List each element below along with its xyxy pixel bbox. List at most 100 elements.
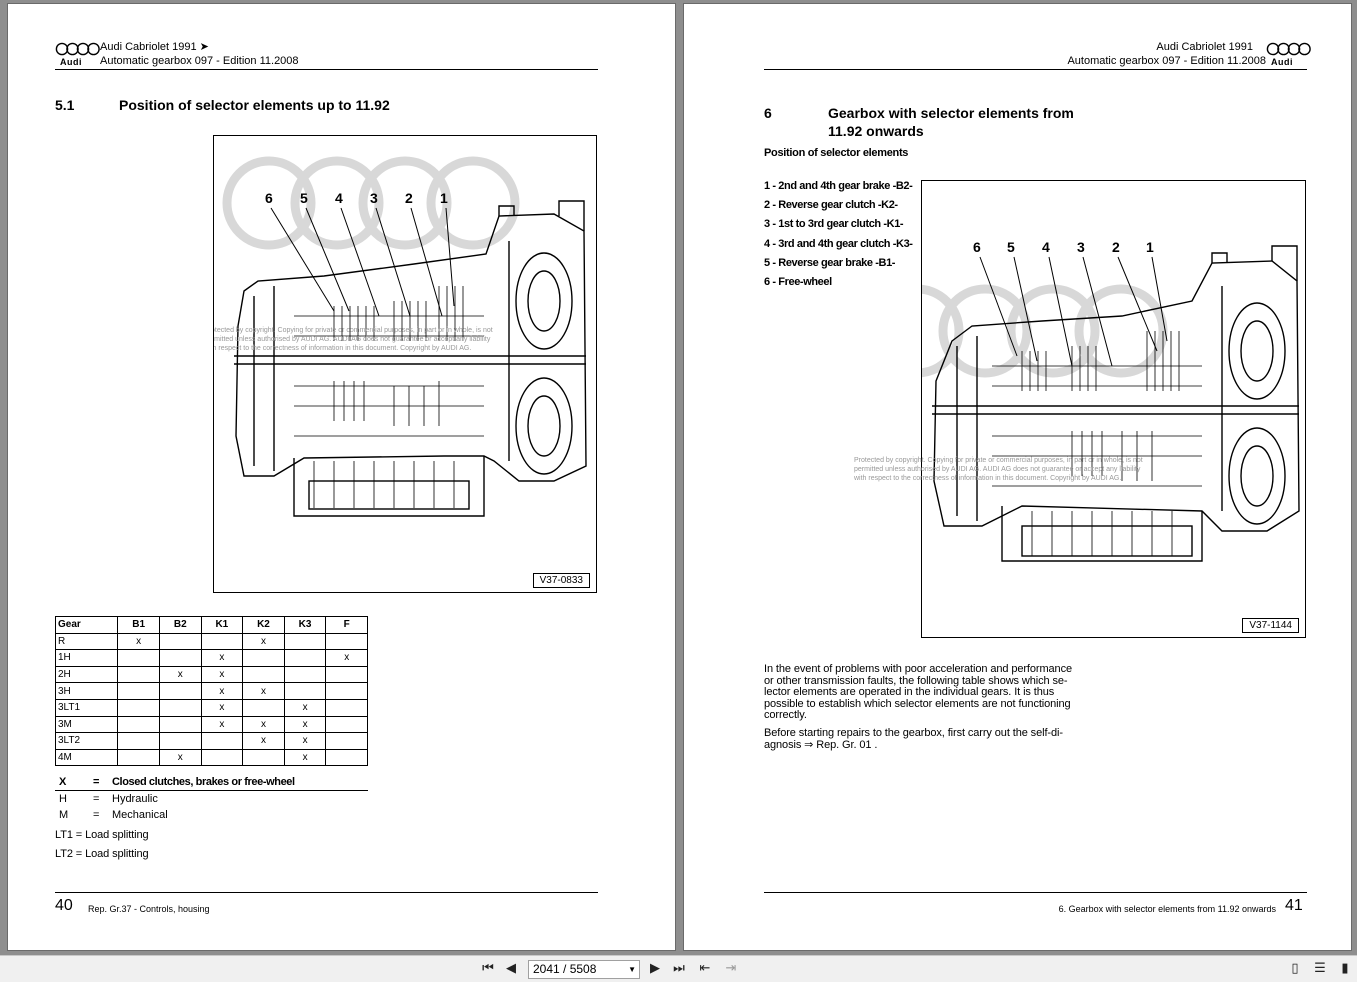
gear-cell: R bbox=[54, 632, 119, 651]
table-cell: x bbox=[242, 682, 285, 700]
first-page-icon[interactable]: ⏮ bbox=[482, 961, 494, 976]
header-subtitle: Automatic gearbox 097 - Edition 11.2008 bbox=[1067, 55, 1266, 67]
copyright-watermark: Protected by copyright. Copying for priv… bbox=[854, 457, 1143, 482]
table-cell bbox=[117, 715, 160, 734]
table-header: K3 bbox=[283, 616, 327, 634]
document-page-left: Audi Audi Cabriolet 1991 ➤ Automatic gea… bbox=[7, 3, 676, 951]
header-title: Audi Cabriolet 1991 ➤ bbox=[100, 41, 209, 53]
go-back-icon[interactable]: ⇤ bbox=[699, 961, 711, 976]
legend-row: X = Closed clutches, brakes or free-whee… bbox=[55, 776, 368, 791]
last-page-icon[interactable]: ⏭ bbox=[673, 961, 685, 976]
go-forward-icon[interactable]: ⇥ bbox=[725, 961, 737, 976]
table-cell bbox=[325, 665, 368, 684]
table-cell bbox=[283, 682, 327, 700]
table-header: B2 bbox=[158, 616, 202, 634]
table-cell bbox=[200, 748, 244, 767]
callout-5: 5 bbox=[1007, 239, 1015, 255]
table-cell bbox=[117, 732, 160, 750]
section-number: 6 bbox=[764, 105, 772, 121]
table-cell bbox=[117, 665, 160, 684]
paragraph-intro: In the event of problems with poor accel… bbox=[764, 663, 1072, 722]
footer-divider bbox=[764, 892, 1307, 893]
callout-4: 4 bbox=[1042, 239, 1050, 255]
callout-5: 5 bbox=[300, 190, 308, 206]
header-divider bbox=[764, 69, 1307, 70]
page-number-input[interactable]: 2041 / 5508 ▼ bbox=[528, 960, 640, 979]
table-cell bbox=[158, 649, 202, 667]
table-cell bbox=[283, 649, 327, 667]
rep-gr-link[interactable]: agnosis ⇒ Rep. Gr. 01 . bbox=[764, 738, 878, 751]
table-cell: x bbox=[325, 649, 368, 667]
table-cell bbox=[117, 698, 160, 717]
list-item: 1 - 2nd and 4th gear brake -B2- bbox=[764, 180, 913, 192]
audi-rings-logo bbox=[55, 42, 100, 56]
table-cell bbox=[200, 632, 244, 651]
single-page-view-icon[interactable]: ▯ bbox=[1291, 961, 1299, 976]
table-cell bbox=[158, 732, 202, 750]
paragraph-self-diagnosis: Before starting repairs to the gearbox, … bbox=[764, 727, 1063, 751]
legend-row: M = Mechanical bbox=[59, 809, 168, 821]
gear-cell: 1H bbox=[54, 649, 119, 667]
previous-page-icon[interactable]: ◀ bbox=[506, 961, 516, 976]
gearbox-diagram-figure: 6 5 4 3 2 1 Protected by copyright. Copy… bbox=[213, 135, 597, 593]
two-page-view-icon[interactable]: ▮ bbox=[1341, 961, 1349, 976]
table-cell bbox=[117, 748, 160, 767]
list-item: 6 - Free-wheel bbox=[764, 275, 832, 288]
table-header: K2 bbox=[242, 616, 285, 634]
document-page-right: Audi Cabriolet 1991 Automatic gearbox 09… bbox=[683, 3, 1352, 951]
table-cell: x bbox=[283, 715, 327, 734]
gear-cell: 3LT1 bbox=[54, 698, 119, 717]
audi-logo-text: Audi bbox=[1271, 57, 1293, 67]
table-cell bbox=[242, 665, 285, 684]
callout-1: 1 bbox=[1146, 239, 1154, 255]
next-page-icon[interactable]: ▶ bbox=[650, 961, 660, 976]
table-cell: x bbox=[283, 732, 327, 750]
gear-cell: 3M bbox=[54, 715, 119, 734]
viewer-toolbar: ⏮ ◀ 2041 / 5508 ▼ ▶ ⏭ ⇤ ⇥ ▯ ☰ ▮ bbox=[0, 955, 1357, 982]
continuous-view-icon[interactable]: ☰ bbox=[1314, 961, 1326, 976]
section-title: Gearbox with selector elements from 11.9… bbox=[828, 105, 1074, 139]
note-lt1: LT1 = Load splitting bbox=[55, 829, 149, 841]
table-cell bbox=[325, 682, 368, 700]
table-header: B1 bbox=[117, 616, 160, 634]
table-cell bbox=[242, 698, 285, 717]
table-cell bbox=[325, 748, 368, 767]
table-cell bbox=[242, 649, 285, 667]
table-cell: x bbox=[200, 682, 244, 700]
gearbox-diagram-figure: 6 5 4 3 2 1 V37-1144 bbox=[921, 180, 1306, 638]
table-cell: x bbox=[200, 698, 244, 717]
table-legend: X = Closed clutches, brakes or free-whee… bbox=[55, 776, 368, 825]
audi-logo-text: Audi bbox=[60, 57, 82, 67]
page-number: 40 bbox=[55, 897, 73, 914]
table-cell: x bbox=[242, 732, 285, 750]
table-cell: x bbox=[158, 665, 202, 684]
callout-1: 1 bbox=[440, 190, 448, 206]
table-cell: x bbox=[200, 715, 244, 734]
list-item: 3 - 1st to 3rd gear clutch -K1- bbox=[764, 218, 904, 231]
section-number: 5.1 bbox=[55, 97, 75, 113]
page-number: 41 bbox=[1285, 897, 1303, 914]
callout-6: 6 bbox=[973, 239, 981, 255]
table-cell: x bbox=[283, 698, 327, 717]
callout-3: 3 bbox=[1077, 239, 1085, 255]
table-cell bbox=[158, 632, 202, 651]
figure-label: V37-0833 bbox=[532, 573, 590, 588]
table-cell: x bbox=[242, 715, 285, 734]
subheading: Position of selector elements bbox=[764, 147, 909, 159]
table-cell bbox=[283, 632, 327, 651]
header-divider bbox=[55, 69, 598, 70]
chevron-down-icon[interactable]: ▼ bbox=[628, 965, 636, 974]
table-cell: x bbox=[200, 665, 244, 684]
table-cell bbox=[200, 732, 244, 750]
table-cell: x bbox=[283, 748, 327, 767]
list-item: 4 - 3rd and 4th gear clutch -K3- bbox=[764, 237, 913, 250]
table-cell bbox=[325, 632, 368, 651]
table-header: K1 bbox=[200, 616, 244, 634]
